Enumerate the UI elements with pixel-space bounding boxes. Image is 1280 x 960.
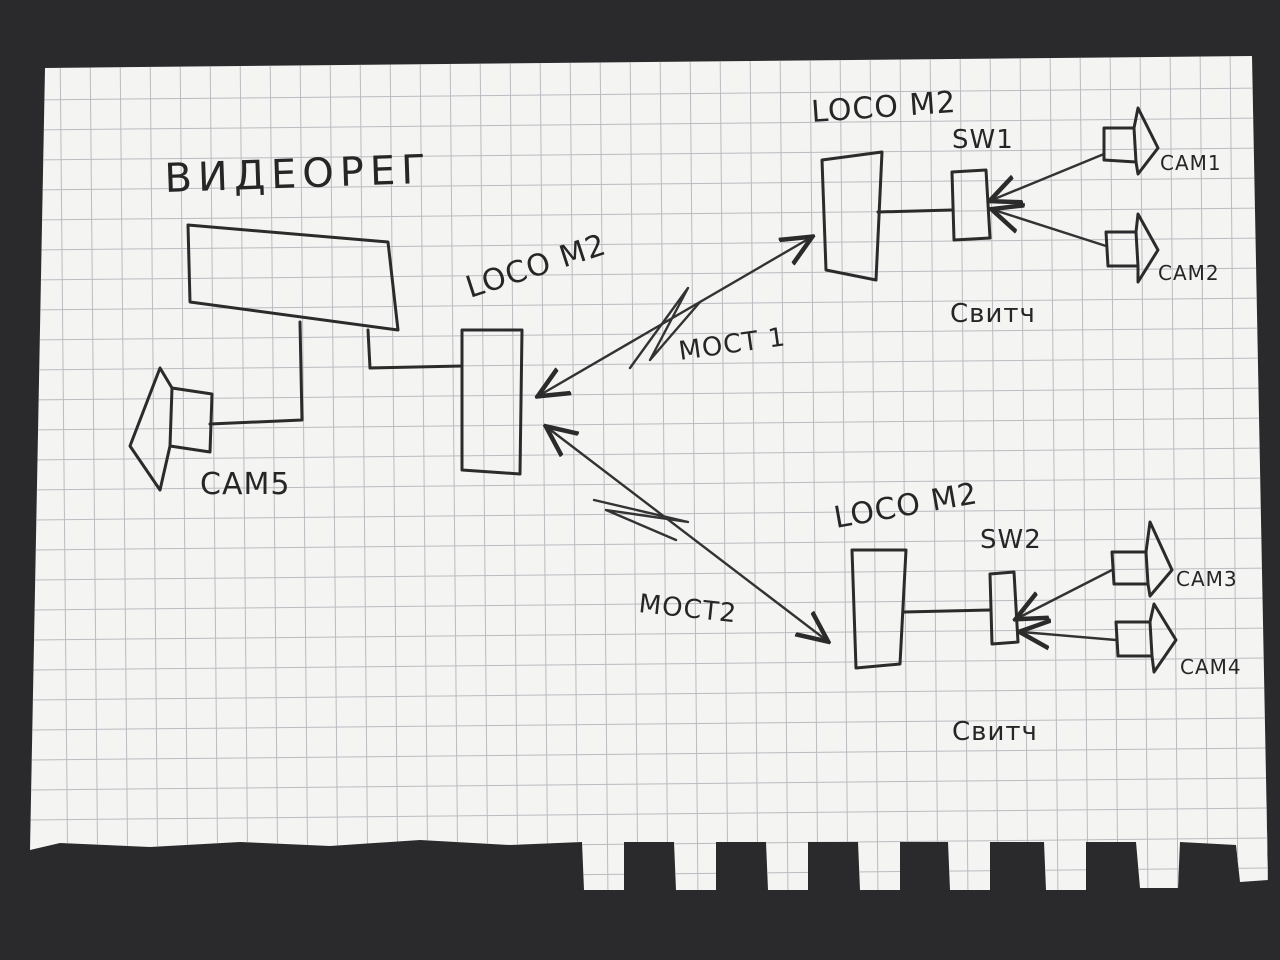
sw1-box <box>950 168 992 242</box>
grid-line-vertical <box>1169 56 1179 890</box>
camera-icon-cam1 <box>1102 106 1160 176</box>
loco-top-box <box>820 150 884 282</box>
sw2-label: SW2 <box>980 525 1042 555</box>
grid-line-horizontal <box>30 717 1268 731</box>
grid-line-horizontal <box>30 777 1268 791</box>
grid-line-vertical <box>449 56 459 890</box>
camera-icon-cam4 <box>1114 602 1178 674</box>
grid-line-horizontal <box>30 117 1268 131</box>
loco-bottom-box <box>850 548 908 670</box>
sw1-label: SW1 <box>952 125 1014 155</box>
grid-line-vertical <box>899 56 909 890</box>
grid-line-horizontal <box>30 657 1268 671</box>
grid-line-vertical <box>239 56 249 890</box>
grid-line-vertical <box>1199 56 1209 890</box>
cam1-link <box>992 152 1106 200</box>
bridge2-lightning-icon <box>592 498 690 542</box>
camera-icon-cam3 <box>1110 520 1174 598</box>
switch-sw2: SW2 Свитч <box>952 525 1042 747</box>
recorder-title: ВИДЕОРЕГ <box>164 147 433 202</box>
grid-line-horizontal <box>30 747 1268 761</box>
cam2-label: CAM2 <box>1158 261 1220 285</box>
grid-line-vertical <box>209 56 219 890</box>
video-recorder: ВИДЕОРЕГ <box>164 147 464 426</box>
grid-line-vertical <box>299 56 309 890</box>
grid-line-horizontal <box>30 807 1268 821</box>
grid-line-vertical <box>1109 56 1119 890</box>
recorder-box <box>186 223 400 332</box>
grid-line-vertical <box>269 56 279 890</box>
cam2-link <box>994 210 1108 248</box>
grid-line-vertical <box>1079 56 1089 890</box>
grid-line-vertical <box>509 56 519 890</box>
bridge-link-2: МОСТ2 <box>548 428 826 640</box>
grid-line-vertical <box>179 56 189 890</box>
cam4-label: CAM4 <box>1180 655 1242 679</box>
recorder-to-loco-line <box>366 328 464 370</box>
bridge2-arrow <box>548 428 826 640</box>
grid-line-vertical <box>419 56 429 890</box>
cam3-label: CAM3 <box>1176 567 1238 591</box>
camera-cam5: CAM5 <box>128 366 290 502</box>
grid-line-vertical <box>119 56 129 890</box>
grid-line-vertical <box>89 56 99 890</box>
cam5-label: CAM5 <box>200 467 290 502</box>
grid-line-horizontal <box>30 177 1268 191</box>
grid-line-vertical <box>59 56 69 890</box>
switch-bottom-label: Свитч <box>952 717 1038 747</box>
grid-line-vertical <box>1229 56 1239 890</box>
grid-line-vertical <box>479 56 489 890</box>
camera-cam3: CAM3 <box>1018 520 1238 618</box>
grid-line-horizontal <box>30 687 1268 701</box>
camera-icon-cam2 <box>1104 212 1160 284</box>
cam3-link <box>1018 568 1114 618</box>
grid-line-vertical <box>929 56 939 890</box>
camera-cam2: CAM2 <box>994 210 1220 285</box>
camera-icon-cam5 <box>128 366 214 492</box>
bridge1-arrow <box>540 238 810 395</box>
grid-line-horizontal <box>30 207 1268 221</box>
grid-line-vertical <box>839 56 849 890</box>
switch-sw1: SW1 Свитч <box>950 125 1036 329</box>
loco-main-box <box>460 328 524 476</box>
bridge1-lightning-icon <box>628 286 702 370</box>
grid-line-vertical <box>959 56 969 890</box>
camera-cam4: CAM4 <box>1022 602 1242 679</box>
recorder-to-cam5-line <box>208 320 304 426</box>
loco-top-to-sw1-line <box>876 208 954 214</box>
grid-line-vertical <box>869 56 879 890</box>
cam4-link <box>1022 632 1118 640</box>
grid-line-vertical <box>1049 56 1059 890</box>
cam1-label: CAM1 <box>1160 151 1222 175</box>
loco-bottom-to-sw2-line <box>902 608 992 614</box>
camera-cam1: CAM1 <box>992 106 1222 200</box>
grid-line-horizontal <box>30 87 1268 101</box>
grid-line-vertical <box>1139 56 1149 890</box>
grid-line-horizontal <box>30 147 1268 161</box>
switch-top-label: Свитч <box>950 299 1036 329</box>
grid-line-vertical <box>149 56 159 890</box>
